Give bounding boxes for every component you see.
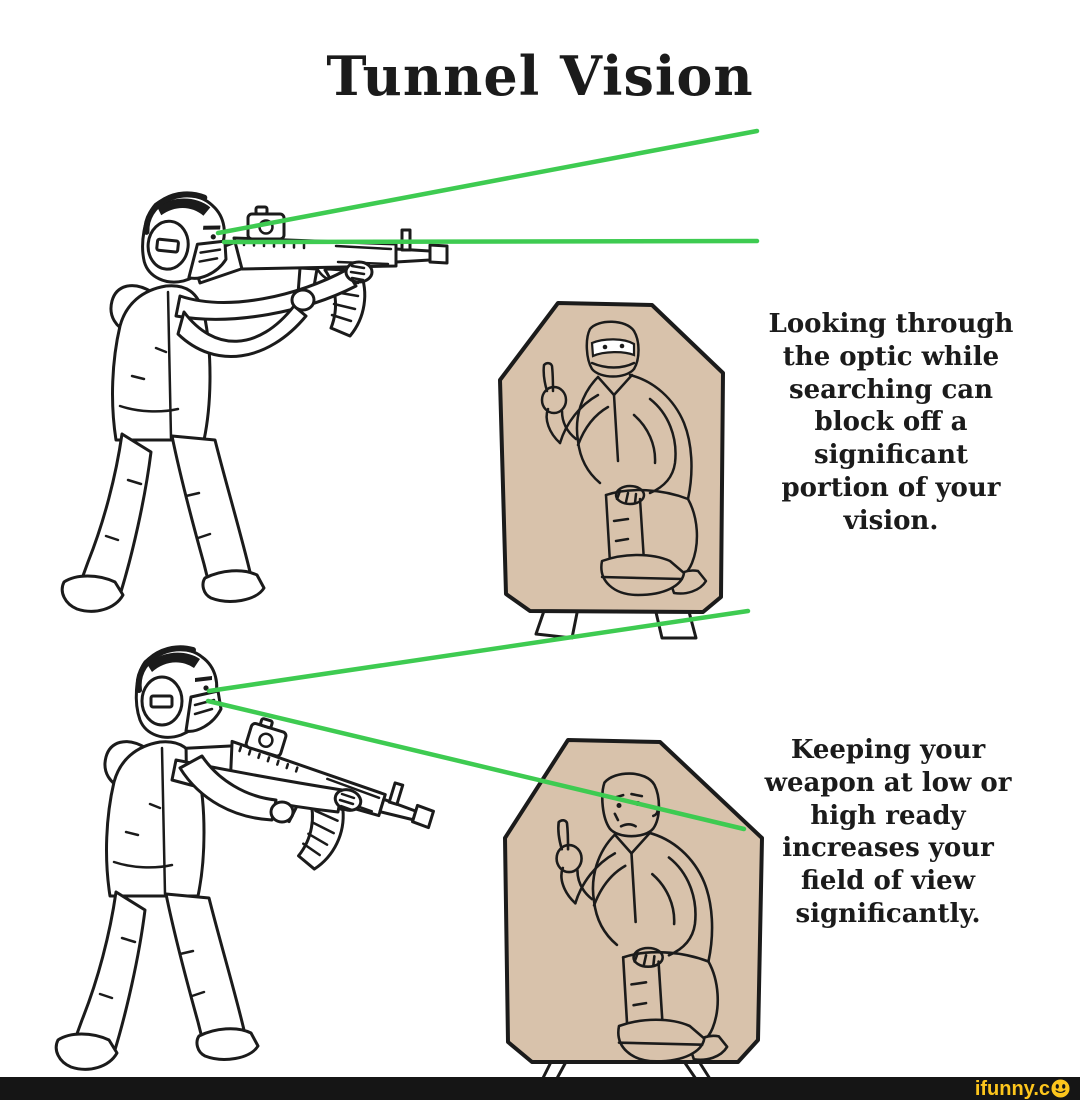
caption-low-ready: Keeping your weapon at low or high ready… bbox=[764, 735, 1012, 929]
vision-line-lower-1 bbox=[221, 238, 760, 245]
target-silhouette-1 bbox=[498, 301, 725, 640]
shooter-low-ready-figure bbox=[54, 648, 447, 1071]
caption-optic: Looking through the optic while searchin… bbox=[768, 309, 1014, 536]
smiley-face-icon bbox=[1051, 1079, 1070, 1098]
support-arm bbox=[174, 268, 358, 321]
trigger-arm bbox=[176, 304, 308, 358]
watermark-bar: ifunny.c bbox=[0, 1077, 1080, 1100]
ifunny-logo-text: ifunny.c bbox=[974, 1077, 1050, 1100]
target-silhouette-2 bbox=[503, 738, 764, 1084]
target-board bbox=[498, 301, 725, 614]
ifunny-logo: ifunny.c bbox=[975, 1079, 1070, 1099]
vision-line-upper-1 bbox=[215, 128, 760, 236]
vision-line-lower-2 bbox=[205, 698, 747, 832]
vision-line-upper-2 bbox=[206, 608, 751, 694]
page-title: Tunnel Vision bbox=[326, 44, 754, 108]
shooter-aiming-figure bbox=[60, 190, 449, 613]
balaclava-head bbox=[585, 320, 640, 378]
